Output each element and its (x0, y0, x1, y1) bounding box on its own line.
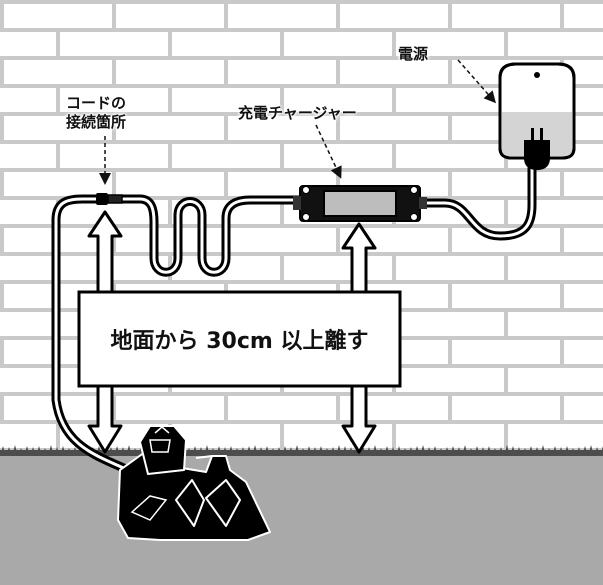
charger-icon (293, 185, 427, 222)
height-instruction-caption: 地面から 30cm 以上離す (110, 329, 369, 354)
double-arrow-icon (87, 210, 123, 454)
robot-mower-charging-station-icon (117, 425, 271, 541)
low-voltage-cable-inner (54, 197, 130, 472)
cord-joint-label-line2: 接続箇所 (66, 113, 127, 131)
cable-connector-icon (96, 193, 123, 205)
power-leader (457, 59, 496, 104)
caption-box (77, 290, 402, 388)
double-arrow-icon (341, 222, 377, 454)
cord-joint-label-line1: コードの (66, 94, 127, 112)
plug-icon (524, 128, 550, 170)
ground (0, 450, 603, 585)
mains-cable-inner (416, 166, 534, 238)
charger-label: 充電チャージャー (238, 104, 357, 122)
cord-joint-label: コードの 接続箇所 (66, 94, 126, 132)
serpentine-cable-inner (118, 197, 302, 274)
power-source-label: 電源 (398, 45, 429, 63)
grass-blades (0, 445, 603, 456)
power-outlet-icon (498, 62, 576, 160)
charger-leader (315, 124, 342, 179)
